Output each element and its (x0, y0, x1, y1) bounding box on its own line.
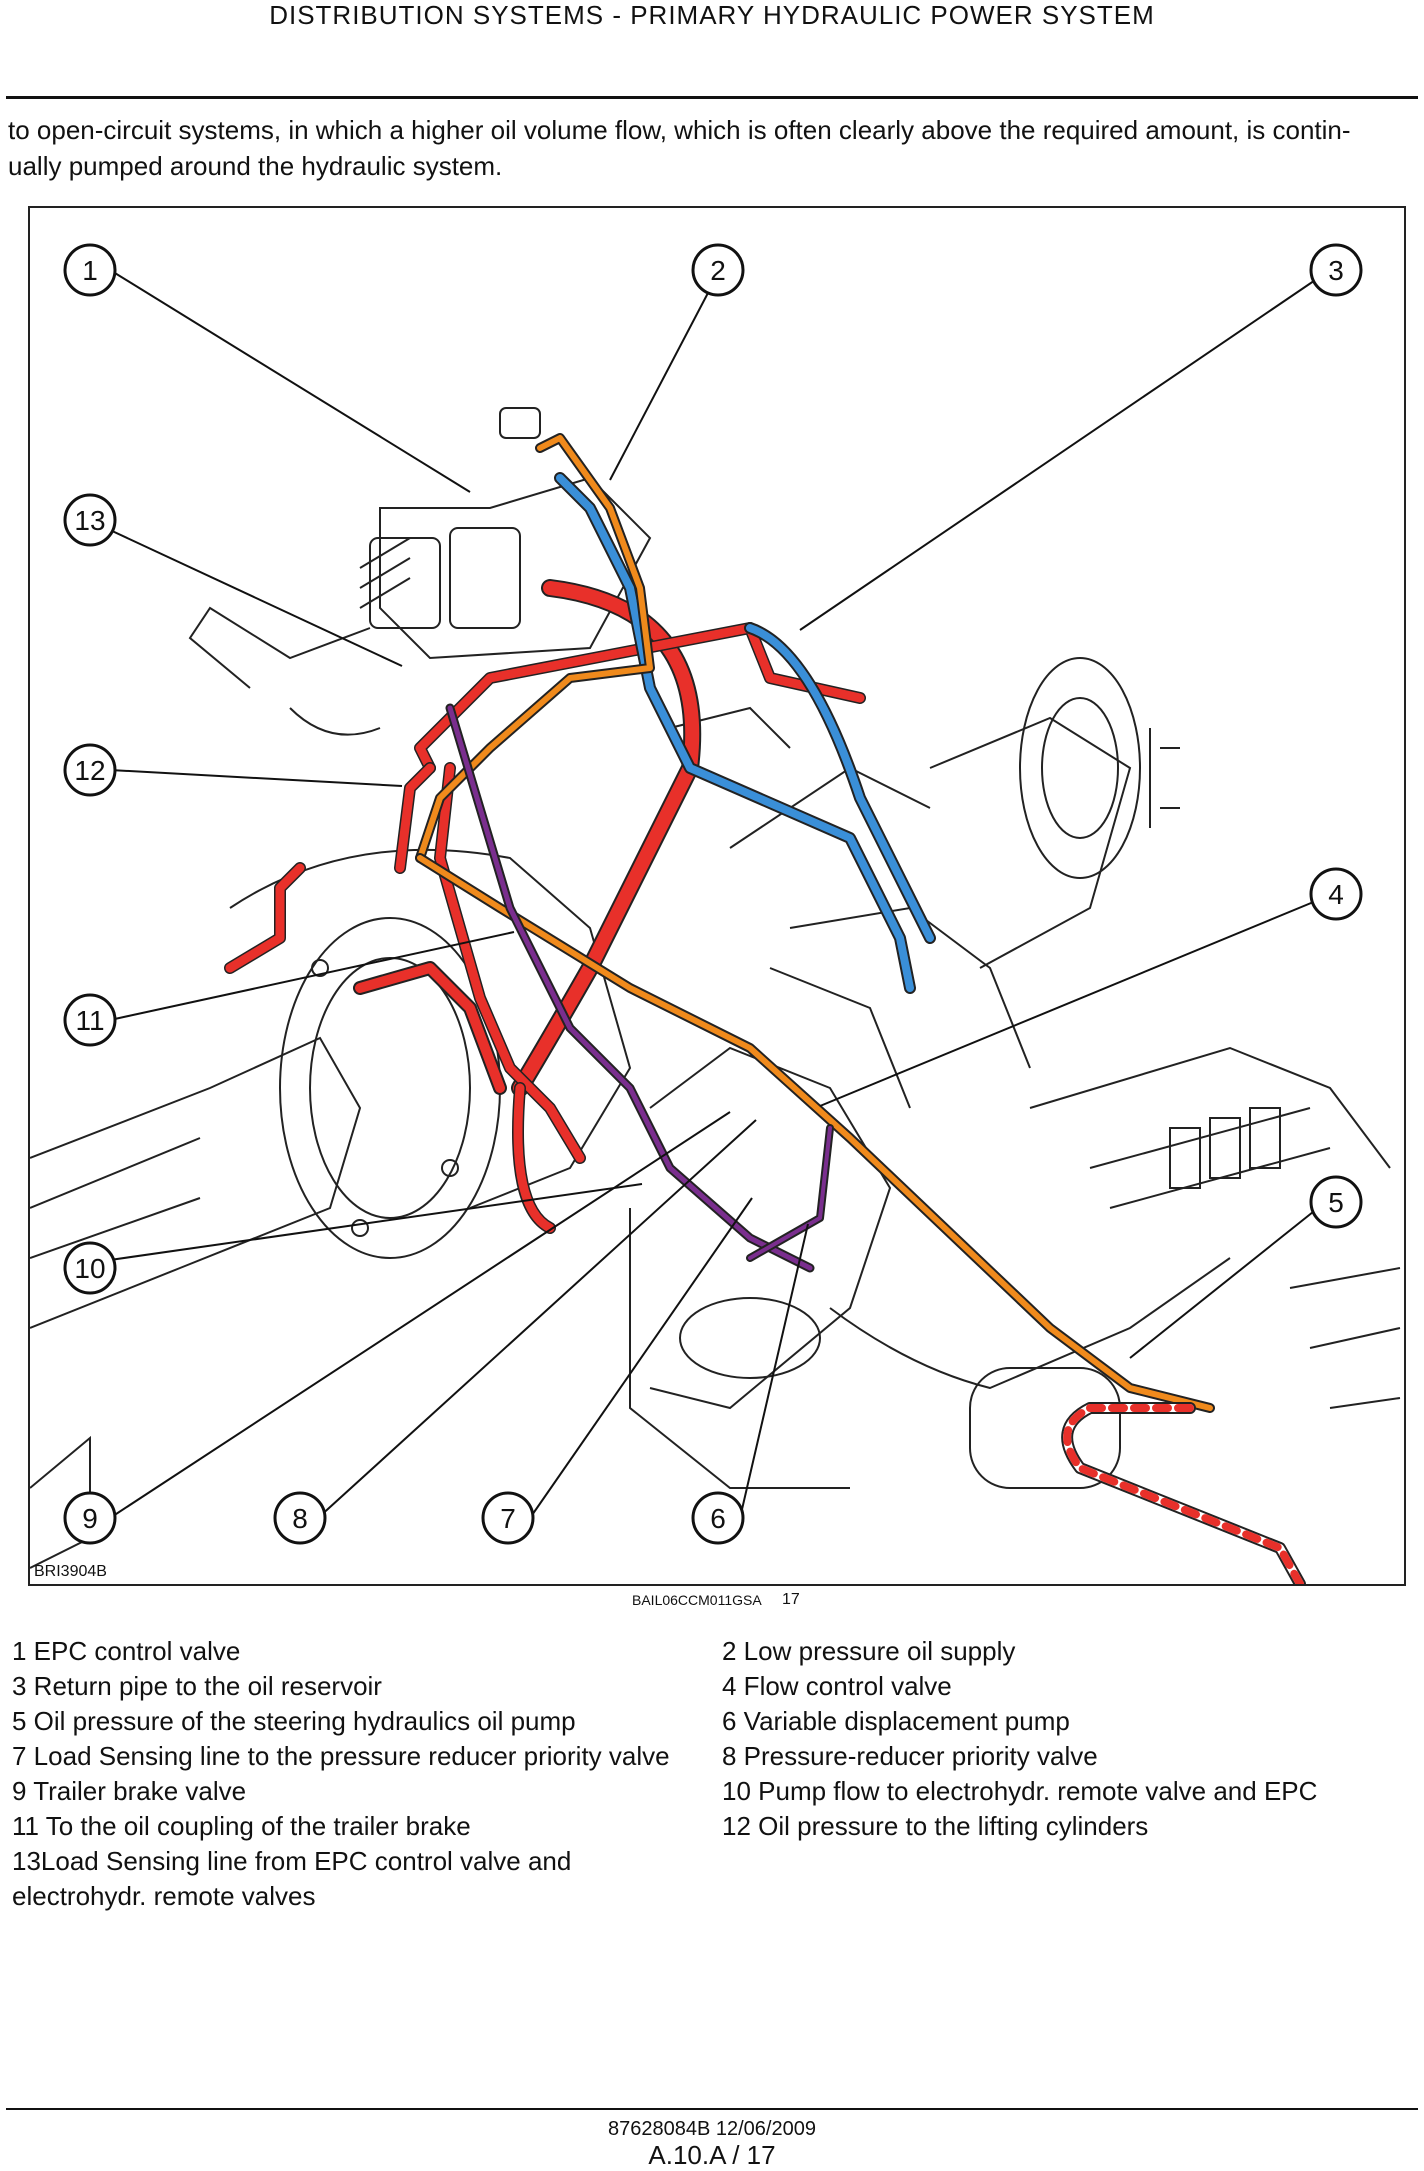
diagram-drawing: 1 2 3 4 5 6 7 8 9 10 11 12 13 BRI3904B (30, 243, 1401, 1584)
callout-10-label: 10 (74, 1253, 105, 1284)
callout-6-label: 6 (710, 1503, 726, 1534)
legend-item-3: 3 Return pipe to the oil reservoir (12, 1671, 382, 1701)
legend-item-1: 1 EPC control valve (12, 1636, 241, 1666)
return-line (556, 474, 914, 992)
trailer-brake-line (225, 863, 305, 973)
legend-item-5: 5 Oil pressure of the steering hydraulic… (12, 1706, 576, 1736)
callout-13: 13 (63, 493, 117, 547)
callout-2: 2 (691, 243, 745, 297)
callout-4-label: 4 (1328, 879, 1344, 910)
legend-item-2: 2 Low pressure oil supply (722, 1636, 1016, 1666)
legend-item-13: 13Load Sensing line from EPC control val… (12, 1846, 572, 1911)
footer-rule (6, 2108, 1418, 2110)
load-sensing-line (447, 705, 813, 1271)
callout-6: 6 (691, 1491, 745, 1545)
mechanical-outline (30, 407, 1401, 1569)
legend-item-7: 7 Load Sensing line to the pressure redu… (12, 1741, 670, 1771)
callout-3: 3 (1309, 243, 1363, 297)
legend-item-9: 9 Trailer brake valve (12, 1776, 247, 1806)
leader-lines (109, 269, 1331, 1519)
callout-7-label: 7 (500, 1503, 516, 1534)
header-rule (6, 96, 1418, 99)
callout-5-label: 5 (1328, 1187, 1344, 1218)
callout-2-label: 2 (710, 255, 726, 286)
legend-item-6: 6 Variable displacement pump (722, 1706, 1070, 1736)
hydraulic-lines (224, 433, 1306, 1584)
low-pressure-supply-line (417, 435, 653, 861)
pressure-line-lift (415, 623, 865, 773)
pressure-line-main (513, 581, 700, 1095)
callout-8: 8 (273, 1491, 327, 1545)
figure-number: 17 (782, 1591, 800, 1608)
callout-11: 11 (63, 993, 117, 1047)
callout-10: 10 (63, 1241, 117, 1295)
legend-item-8: 8 Pressure-reducer priority valve (722, 1741, 1098, 1771)
legend-right: 2 Low pressure oil supply 4 Flow control… (722, 1634, 1317, 1844)
legend-item-10: 10 Pump flow to electrohydr. remote valv… (722, 1776, 1318, 1806)
legend-left: 1 EPC control valve 3 Return pipe to the… (12, 1634, 670, 1914)
page-reference: A.10.A / 17 (648, 2140, 776, 2170)
callout-9-label: 9 (82, 1503, 98, 1534)
legend-item-11: 11 To the oil coupling of the trailer br… (12, 1811, 471, 1841)
callout-12-label: 12 (74, 755, 105, 786)
callout-1: 1 (63, 243, 117, 297)
callout-13-label: 13 (74, 505, 105, 536)
callout-8-label: 8 (292, 1503, 308, 1534)
intro-paragraph: to open-circuit systems, in which a high… (8, 112, 1418, 184)
legend-item-12: 12 Oil pressure to the lifting cylinders (722, 1811, 1149, 1841)
callout-3-label: 3 (1328, 255, 1344, 286)
callout-7: 7 (481, 1491, 535, 1545)
callouts: 1 2 3 4 5 6 7 8 9 10 11 12 13 (63, 243, 1363, 1545)
page-header: DISTRIBUTION SYSTEMS - PRIMARY HYDRAULIC… (269, 0, 1155, 30)
callout-5: 5 (1309, 1175, 1363, 1229)
figure-id: BAIL06CCM011GSA (632, 1592, 762, 1608)
callout-4: 4 (1309, 867, 1363, 921)
hydraulic-diagram: 1 2 3 4 5 6 7 8 9 10 11 12 13 BRI3904B (28, 206, 1406, 1586)
steering-pressure-line (1063, 1404, 1304, 1584)
document-number: 87628084B 12/06/2009 (608, 2118, 816, 2140)
drawing-id: BRI3904B (34, 1563, 107, 1580)
callout-9: 9 (63, 1491, 117, 1545)
intro-text: to open-circuit systems, in which a high… (8, 115, 1351, 181)
callout-12: 12 (63, 743, 117, 797)
legend-item-4: 4 Flow control valve (722, 1671, 952, 1701)
callout-1-label: 1 (82, 255, 98, 286)
callout-11-label: 11 (75, 1005, 104, 1036)
